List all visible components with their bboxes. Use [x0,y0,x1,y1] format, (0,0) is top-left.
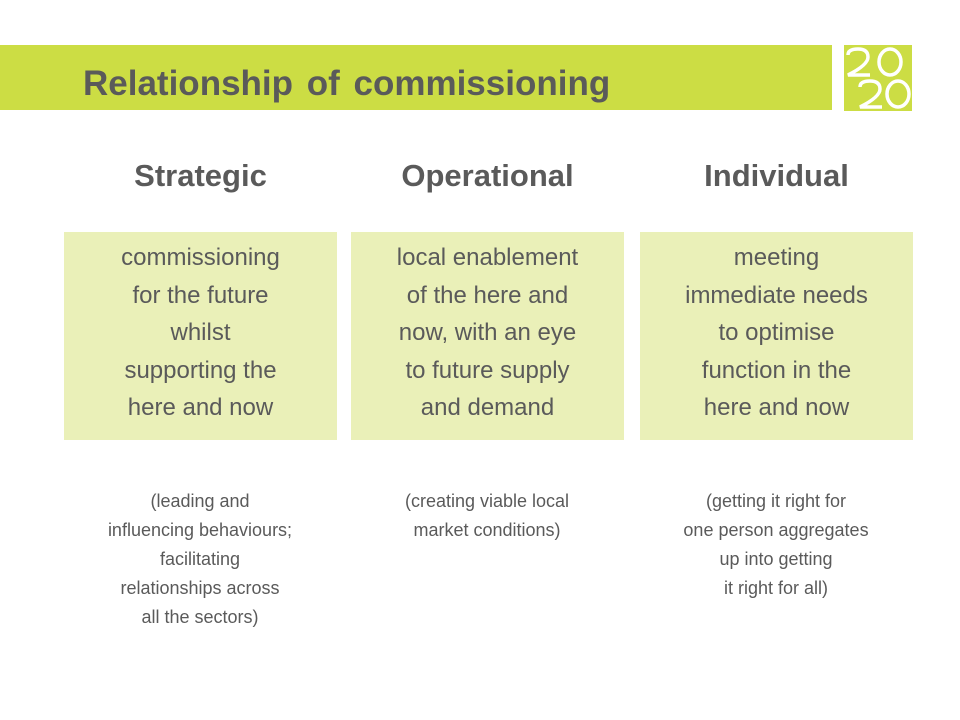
box-individual: meeting immediate needs to optimise func… [640,232,913,440]
note-line: one person aggregates [683,520,869,540]
box-line: for the future [132,281,269,309]
note-line: up into getting [719,549,833,569]
box-line: meeting [733,244,820,271]
box-line: here and now [703,394,850,421]
box-line: now, with an eye [398,319,577,346]
note-line: (leading and [150,491,250,511]
box-line: local enablement [396,244,579,271]
heading-operational: Operational [401,158,574,193]
note-operational: (creating viable local market conditions… [347,487,627,545]
note-line: (getting it right for [705,491,847,511]
box-line: commissioning [121,244,280,271]
heading-individual: Individual [704,158,849,193]
note-strategic: (leading and influencing behaviours; fac… [60,487,340,632]
note-line: influencing behaviours; [107,520,293,540]
box-line: to optimise [718,319,835,346]
box-line: whilst [170,319,231,346]
box-strategic: commissioning for the future whilst supp… [64,232,337,440]
box-line: to future supply [405,356,570,384]
note-line: (creating viable local [404,491,570,511]
box-line: immediate needs [685,281,868,309]
box-line: here and now [127,394,274,421]
note-line: market conditions) [413,520,561,540]
box-line: and demand [420,394,555,421]
note-line: facilitating [159,549,241,569]
title-bar: Relationship of commissioning [0,45,832,110]
box-line: of the here and [406,281,569,309]
note-line: relationships across [120,578,280,598]
2020-logo [844,45,912,111]
box-line: function in the [701,356,852,384]
box-operational: local enablement of the here and now, wi… [351,232,624,440]
slide-title: Relationship of commissioning [83,64,611,103]
note-line: it right for all) [723,578,829,598]
box-line: supporting the [124,356,277,384]
2020-logo-icon [846,47,911,109]
note-line: all the sectors) [141,607,259,627]
heading-strategic: Strategic [134,158,267,193]
note-individual: (getting it right for one person aggrega… [636,487,916,603]
